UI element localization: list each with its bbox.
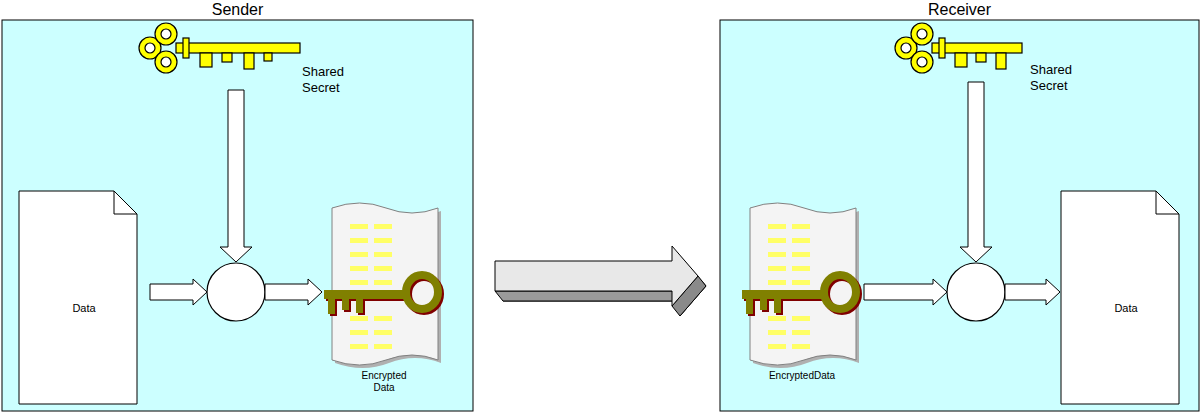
document-label: Data [1060, 302, 1192, 314]
shared-secret-key [139, 23, 300, 73]
panel-title: Sender [2, 0, 473, 19]
encryption-key-overlay [742, 275, 858, 316]
key-label: Shared Secret [302, 64, 362, 96]
key-input-arrow [220, 90, 252, 262]
document-label: Encrypted Data [354, 370, 414, 394]
sender-panel-ground [2, 20, 473, 411]
flow-arrow [265, 279, 322, 305]
encrypted-document: EncryptedData [740, 196, 864, 392]
shared-secret-key [895, 23, 1022, 73]
encrypted-document-shape [740, 196, 864, 368]
document-label: EncryptedData [747, 370, 857, 382]
transfer-arrow [495, 246, 706, 316]
panel-title: Receiver [720, 0, 1199, 19]
encryption-key-overlay [324, 275, 440, 316]
connector [150, 279, 322, 305]
panel: ReceiverEncryptedData Data [720, 0, 1199, 411]
flow-arrow [864, 279, 947, 305]
flow-arrow [1005, 279, 1060, 305]
encrypted-document-shape [322, 196, 446, 368]
data-document: Data [18, 190, 150, 405]
key-input-arrow [960, 82, 992, 262]
flow-arrow [150, 279, 207, 305]
connector [864, 279, 1060, 305]
document-shape [18, 190, 138, 405]
panel: SenderDataEncrypted Data [2, 0, 473, 411]
document-shape [1060, 190, 1180, 405]
data-document: Data [1060, 190, 1192, 405]
key-label: Shared Secret [1030, 62, 1090, 94]
encrypt-operation [207, 263, 265, 321]
document-label: Data [18, 302, 150, 314]
encrypted-document: Encrypted Data [322, 196, 446, 402]
decrypt-operation [947, 263, 1005, 321]
receiver-panel-ground [720, 20, 1199, 411]
